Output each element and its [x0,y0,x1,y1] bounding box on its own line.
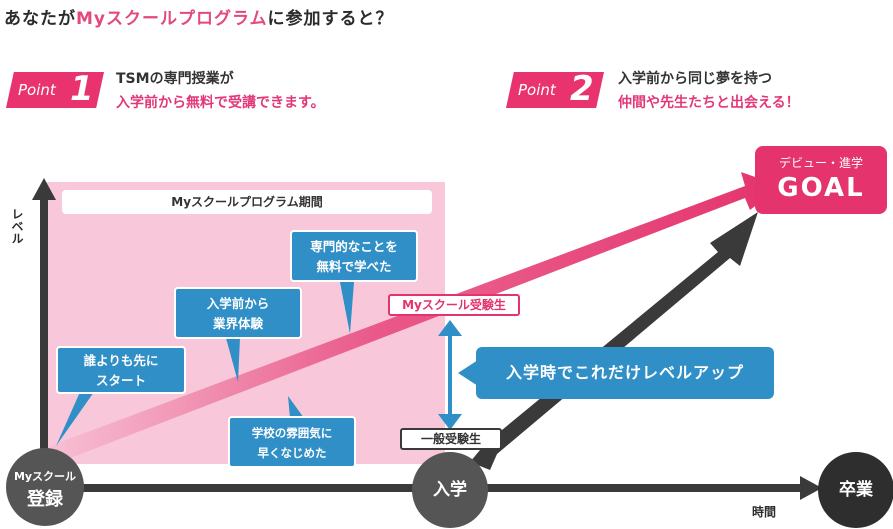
point-2-number: 2 [570,69,594,109]
bubble-atmosphere-line1: 学校の雰囲気に [251,426,333,440]
bubble-tail-atmosphere [288,396,304,418]
level-up-callout: 入学時でこれだけレベルアップ [476,347,774,399]
level-up-shaft [448,332,452,420]
point-2-line2: 仲間や先生たちと出会える！ [618,95,800,111]
program-period-label: Myスクールプログラム期間 [62,190,432,214]
bubble-tail-specialty [340,282,354,334]
y-axis [40,190,48,472]
x-axis-label: 時間 [752,505,777,519]
milestone-enroll: 入学 [412,452,488,528]
milestone-register-main: 登録 [27,489,63,510]
point-1-badge: Point 1 [6,72,104,108]
goal-box: デビュー・進学 GOAL [755,146,887,214]
bubble-start-line2: スタート [95,373,146,388]
bubble-specialty: 専門的なことを 無料で学べた [290,230,418,282]
goal-title: GOAL [777,173,865,203]
level-up-pointer [458,360,478,386]
y-axis-arrowhead [32,178,56,200]
point-1-number: 1 [70,69,94,109]
page-title: あなたがMyスクールプログラムに参加すると？ [4,4,394,29]
point-2-line1: 入学前から同じ夢を持つ [618,71,772,87]
bubble-specialty-line2: 無料で学べた [316,259,392,274]
level-up-arrowhead-up [438,320,462,336]
tag-general-applicant: 一般受験生 [400,428,502,450]
point-2-label: Point [518,81,556,99]
title-prefix: あなたが [4,9,76,29]
title-highlight: Myスクールプログラム [76,9,268,29]
bubble-atmosphere-line2: 早くなじめた [257,446,327,460]
bubble-industry-line2: 業界体験 [212,316,263,331]
bubble-atmosphere: 学校の雰囲気に 早くなじめた [228,416,356,468]
y-axis-label: レベル [10,208,24,244]
myschool-growth-arrow [48,172,781,462]
point-1-label: Point [18,81,56,99]
bubble-start: 誰よりも先に スタート [56,346,186,394]
point-1-line1: TSMの専門授業が [116,71,234,87]
point-1-line2: 入学前から無料で受講できます。 [116,95,325,111]
point-2-badge: Point 2 [506,72,604,108]
milestone-graduate: 卒業 [818,452,893,528]
title-suffix: に参加すると？ [267,9,394,29]
level-up-arrowhead-down [438,414,462,430]
bubble-start-line1: 誰よりも先に [83,353,159,368]
general-growth-arrow [470,212,758,470]
x-axis-arrowhead [800,476,822,500]
bubble-industry: 入学前から 業界体験 [174,287,302,339]
bubble-tail-start [56,392,94,446]
milestone-register: Myスクール 登録 [6,448,84,526]
goal-subtitle: デビュー・進学 [778,156,863,170]
bubble-industry-line1: 入学前から [206,296,270,311]
bubble-tail-industry [226,338,240,382]
milestone-register-top: Myスクール [13,470,77,483]
bubble-specialty-line1: 専門的なことを [310,239,398,254]
tag-myschool-applicant: Myスクール受験生 [388,294,520,316]
